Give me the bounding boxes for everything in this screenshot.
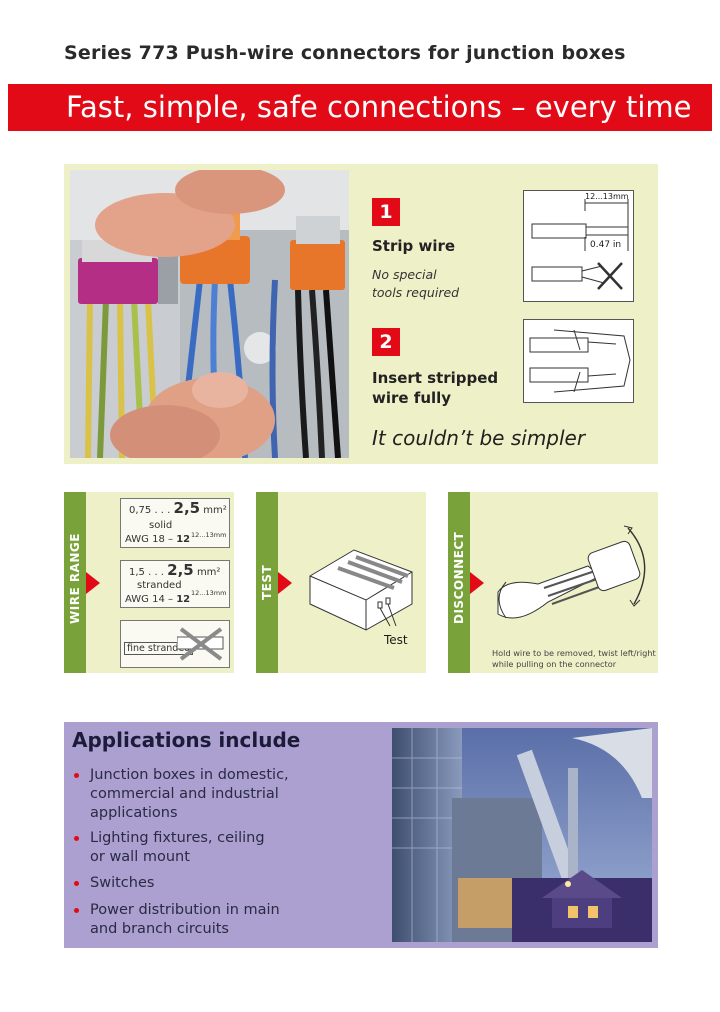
insert-wire-diagram bbox=[523, 319, 634, 403]
test-arrow bbox=[278, 572, 292, 594]
step-1-title: Strip wire bbox=[372, 237, 456, 255]
application-item-line: Power distribution in main bbox=[90, 902, 280, 918]
fine-stranded-spec: fine stranded bbox=[120, 620, 230, 668]
application-item-line: Junction boxes in domestic, bbox=[90, 767, 289, 783]
installation-steps-panel: 1 Strip wire No special tools required 1… bbox=[64, 164, 658, 464]
headline-banner: Fast, simple, safe connections – every t… bbox=[8, 84, 712, 131]
wire-range-bar: WIRE RANGE bbox=[64, 492, 86, 673]
step-1-subtitle-line2: tools required bbox=[372, 285, 460, 300]
stranded-unit: mm² bbox=[196, 567, 221, 578]
solid-range-max: 2,5 bbox=[173, 499, 201, 517]
stranded-type: stranded bbox=[137, 580, 182, 591]
applications-title: Applications include bbox=[72, 728, 301, 752]
disconnect-drawing bbox=[497, 525, 646, 619]
test-panel: TEST Test bbox=[256, 492, 426, 673]
wire-range-arrow bbox=[86, 572, 100, 594]
step-1-number: 1 bbox=[372, 198, 400, 226]
strip-length-inches-label: 0.47 in bbox=[590, 240, 622, 250]
bullet-icon bbox=[74, 773, 79, 778]
bullet-icon bbox=[74, 881, 79, 886]
wire-range-label: WIRE RANGE bbox=[68, 533, 82, 624]
bullet-icon bbox=[74, 908, 79, 913]
strip-length-label: 12...13mm bbox=[585, 192, 629, 201]
bullet-icon bbox=[74, 836, 79, 841]
test-bar: TEST bbox=[256, 492, 278, 673]
application-item-line: applications bbox=[90, 805, 178, 821]
solid-unit: mm² bbox=[203, 505, 227, 516]
headline-text: Fast, simple, safe connections – every t… bbox=[66, 90, 692, 124]
stranded-range-prefix: 1,5 . . . bbox=[129, 567, 164, 578]
hands-wiring-illustration bbox=[70, 170, 349, 458]
stranded-wire-spec: 1,5 . . . 2,5 mm² stranded 12...13mm AWG… bbox=[120, 560, 230, 608]
disconnect-bar: DISCONNECT bbox=[448, 492, 470, 673]
buildings-collage-photo bbox=[392, 728, 652, 942]
disconnect-panel: DISCONNECT Hold wire to be removed, twis… bbox=[448, 492, 658, 673]
wire-range-panel: WIRE RANGE 0,75 . . . 2,5 mm² solid 12..… bbox=[64, 492, 234, 673]
stranded-awg-max: 12 bbox=[176, 594, 191, 605]
solid-type: solid bbox=[149, 520, 173, 531]
connector-installation-photo bbox=[70, 170, 349, 458]
step-1-subtitle-line1: No special bbox=[372, 267, 437, 282]
solid-range-prefix: 0,75 . . . bbox=[129, 505, 171, 516]
stranded-range-max: 2,5 bbox=[167, 561, 194, 579]
disconnect-label: DISCONNECT bbox=[452, 531, 466, 624]
solid-wire-spec: 0,75 . . . 2,5 mm² solid 12...13mm AWG 1… bbox=[120, 498, 230, 548]
application-item-line: commercial and industrial bbox=[90, 786, 279, 802]
step-2-title-line1: Insert stripped bbox=[372, 369, 499, 387]
strip-wire-drawing bbox=[531, 199, 629, 290]
connector-test-drawing bbox=[309, 549, 413, 631]
disconnect-caption-line2: while pulling on the connector bbox=[492, 659, 617, 669]
stranded-awg-prefix: AWG 14 – bbox=[125, 594, 177, 605]
series-title: Series 773 Push-wire connectors for junc… bbox=[64, 42, 626, 64]
application-item-line: Switches bbox=[90, 875, 155, 891]
disconnect-caption-line1: Hold wire to be removed, twist left/righ… bbox=[492, 648, 656, 658]
application-item-line: or wall mount bbox=[90, 849, 190, 865]
solid-length: 12...13mm bbox=[191, 531, 227, 539]
step-2-number: 2 bbox=[372, 328, 400, 356]
applications-panel: Applications include Junction boxes in d… bbox=[64, 722, 658, 948]
not-allowed-cross-icon bbox=[177, 627, 224, 661]
buildings-industry-illustration bbox=[392, 728, 652, 942]
disconnect-arrow bbox=[470, 572, 484, 594]
strip-wire-diagram: 12...13mm 0.47 in bbox=[523, 190, 634, 302]
solid-awg-prefix: AWG 18 – bbox=[125, 534, 177, 545]
insert-wire-drawing bbox=[529, 329, 631, 393]
solid-awg-max: 12 bbox=[176, 534, 191, 545]
step-2-title-line2: wire fully bbox=[372, 389, 452, 407]
tagline: It couldn’t be simpler bbox=[372, 426, 586, 450]
stranded-length: 12...13mm bbox=[191, 589, 227, 597]
test-label: TEST bbox=[260, 564, 274, 600]
test-caption: Test bbox=[384, 633, 408, 647]
application-item-line: and branch circuits bbox=[90, 921, 229, 937]
application-item-line: Lighting fixtures, ceiling bbox=[90, 830, 265, 846]
